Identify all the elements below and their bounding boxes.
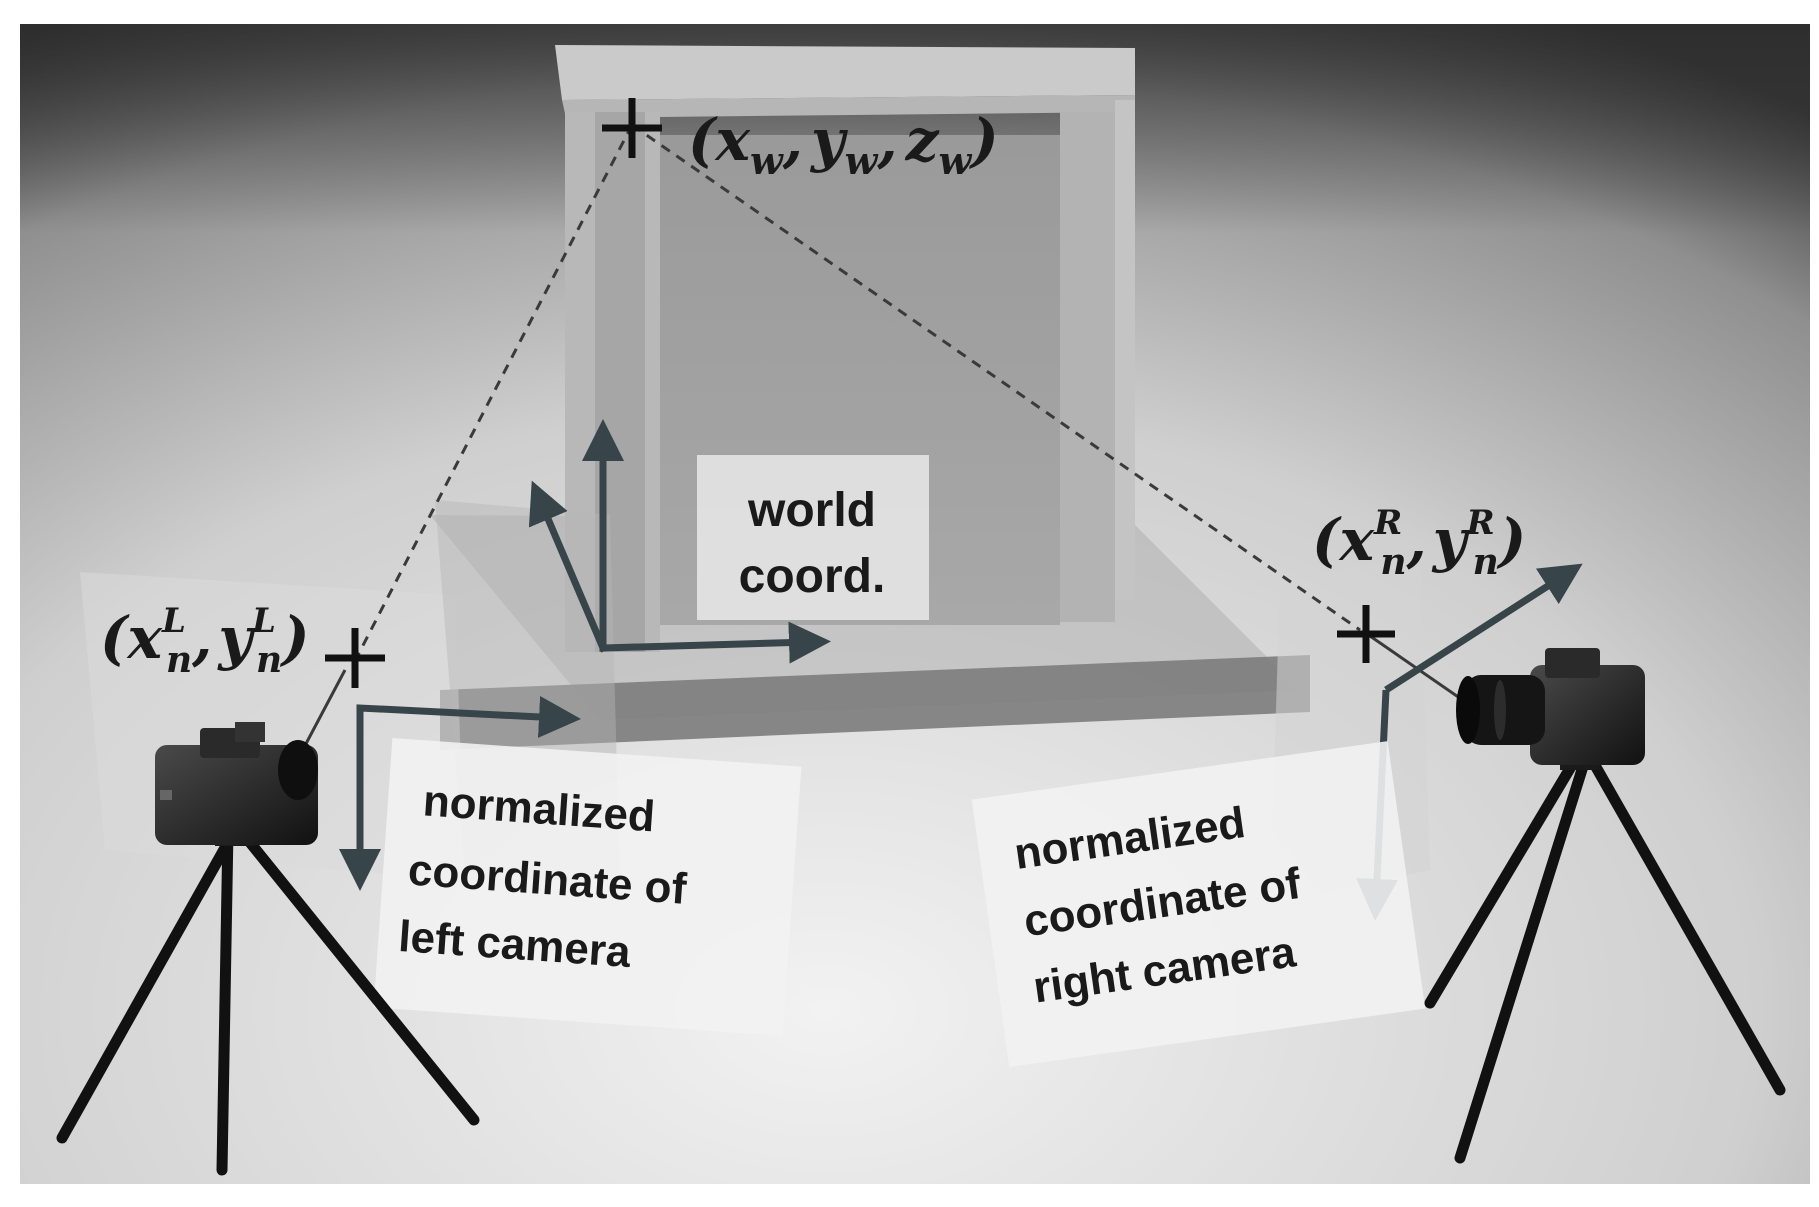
crosshair-icon <box>1337 605 1395 663</box>
left-norm-card <box>373 738 802 1036</box>
left-norm-label: normalized coordinate of left camera <box>373 738 802 1036</box>
world-axes <box>528 419 831 664</box>
horizontal-bar <box>440 655 1310 750</box>
crosshair-icon <box>602 98 662 158</box>
box-right-post <box>1060 112 1115 622</box>
ray-world-to-right <box>631 123 1361 632</box>
world-coord-box <box>697 455 929 620</box>
left-camera-icon <box>56 722 480 1176</box>
world-coord-line1: world <box>747 484 876 537</box>
world-axis-right <box>599 621 831 664</box>
crosshair-icon <box>325 628 385 688</box>
box-top <box>555 45 1135 100</box>
right-norm-label: normalized coordinate of right camera <box>971 741 1426 1067</box>
world-point-label: (xw,yw,zw) <box>688 106 999 183</box>
world-axis-diag <box>528 480 608 653</box>
tripod-icon <box>1424 754 1786 1164</box>
ray-left-to-camera <box>298 669 347 756</box>
left-norm-axes <box>339 695 581 891</box>
right-norm-card <box>971 741 1426 1067</box>
box-right-face <box>1115 100 1135 600</box>
right-norm-axis-x <box>1384 563 1583 693</box>
world-coord-line2: coord. <box>739 550 886 603</box>
tripod-icon <box>56 824 480 1176</box>
ray-world-to-left <box>356 124 634 656</box>
right-camera-icon <box>1424 648 1786 1164</box>
world-box <box>555 45 1135 652</box>
box-top-edge <box>562 95 1135 118</box>
